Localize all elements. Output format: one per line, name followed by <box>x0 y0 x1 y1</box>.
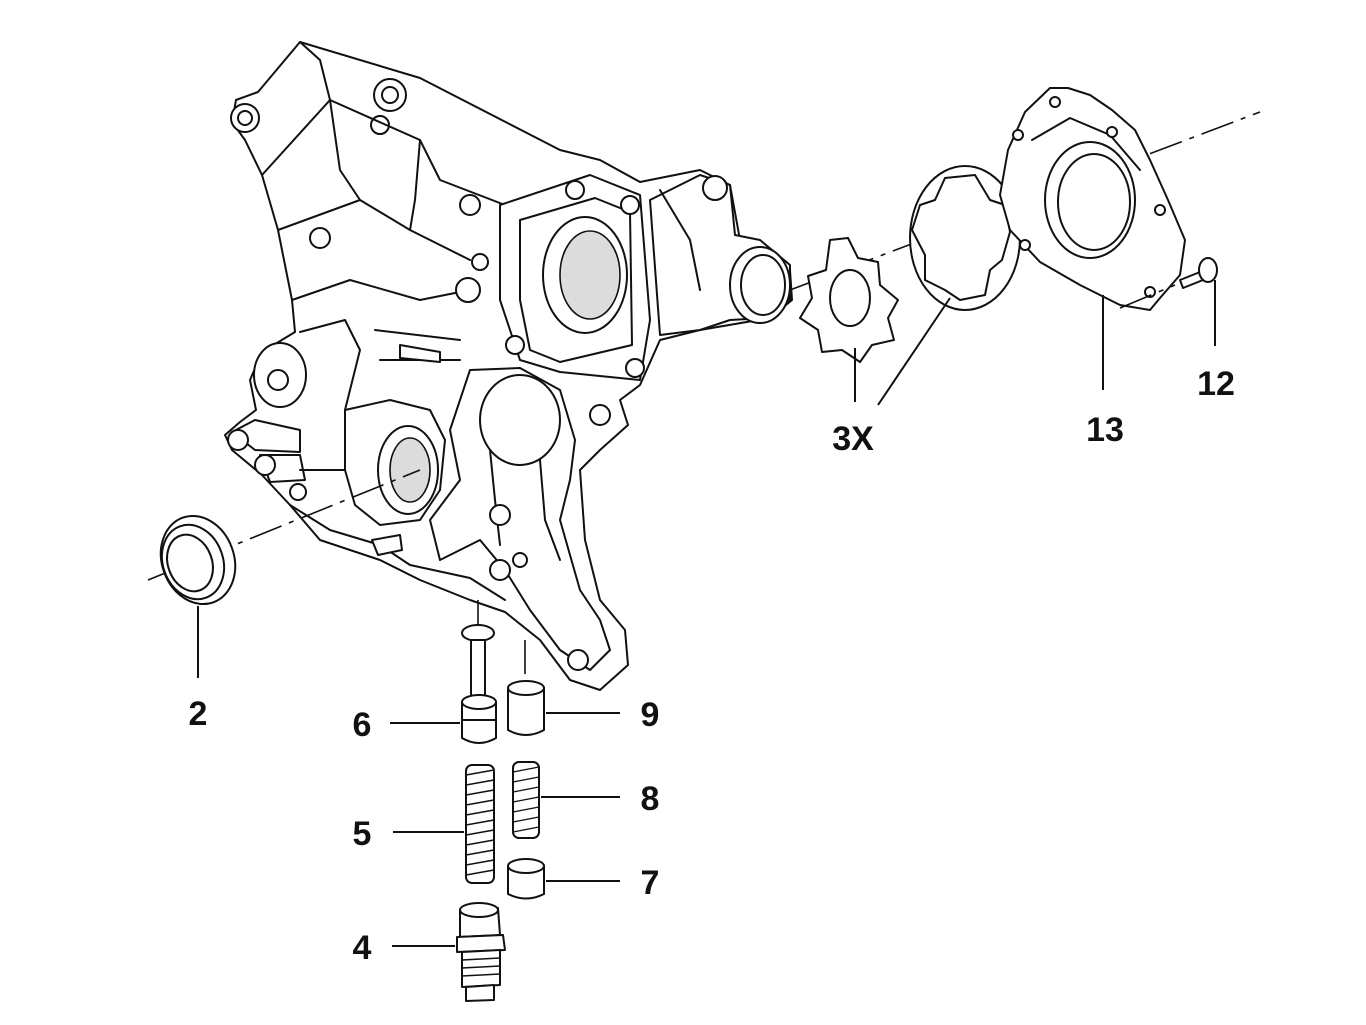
inner-rotor <box>799 237 899 363</box>
spring-part-8 <box>512 761 540 839</box>
spring-part-5 <box>465 764 495 884</box>
screw-part-12 <box>1119 257 1218 309</box>
cover-plate-part-13 <box>999 87 1186 311</box>
callout-6: 6 <box>353 706 372 744</box>
leader-3x-b <box>877 297 951 406</box>
callout-4: 4 <box>353 929 372 967</box>
pump-housing <box>224 41 793 691</box>
outer-rotor <box>909 165 1021 311</box>
callout-12: 12 <box>1197 365 1235 403</box>
callout-5: 5 <box>353 815 372 853</box>
callout-7: 7 <box>641 864 660 902</box>
sleeve-part-9 <box>507 680 545 736</box>
crank-axis-line <box>147 469 421 581</box>
callout-3x: 3X <box>832 420 874 458</box>
callout-2: 2 <box>189 695 208 733</box>
seal-ring-part-2 <box>159 514 237 606</box>
valve-piston-part-6 <box>461 624 497 744</box>
cap-part-7 <box>507 858 545 900</box>
callout-13: 13 <box>1086 411 1124 449</box>
callout-9: 9 <box>641 696 660 734</box>
plug-screw-part-4 <box>456 902 506 1002</box>
callout-8: 8 <box>641 780 660 818</box>
